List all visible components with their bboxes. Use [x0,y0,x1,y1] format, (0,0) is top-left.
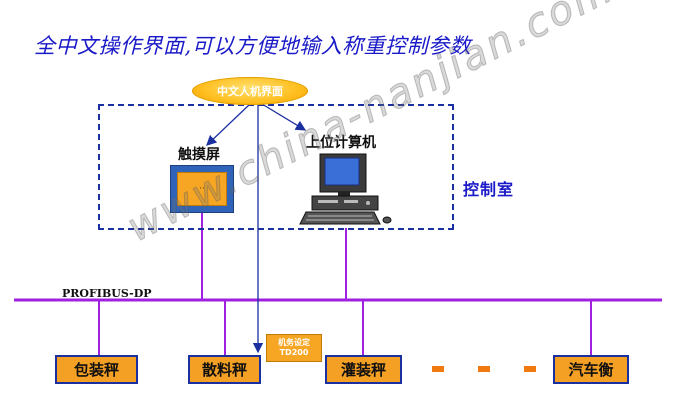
computer-label: 上位计算机 [306,135,376,151]
arrow-to-computer [261,103,307,131]
ellipsis-dash-3 [524,366,536,372]
touch-screen-label: 触摸屏 [178,147,220,163]
touch-screen-display: ·· [177,172,227,206]
scale-truck: 汽车衡 [553,355,629,384]
arrow-to-touch-screen [206,103,251,146]
profibus-label: PROFIBUS-DP [62,287,152,300]
ellipsis-dash-2 [478,366,490,372]
scale-bulk: 散料秤 [188,355,261,384]
td200-box: 机务设定 TD200 [266,334,322,362]
control-room-boundary [98,104,454,230]
scale-filling: 灌装秤 [325,355,402,384]
td200-line2: TD200 [279,348,309,357]
hmi-oval: 中文人机界面 [192,77,308,105]
computer-icon [299,153,392,225]
page-title: 全中文操作界面,可以方便地输入称重控制参数 [34,34,472,58]
control-room-label: 控制室 [463,180,515,199]
touch-screen-icon: ·· [170,165,234,213]
scale-packing: 包装秤 [55,355,138,384]
ellipsis-dash-1 [432,366,444,372]
td200-line1: 机务设定 [278,338,310,347]
